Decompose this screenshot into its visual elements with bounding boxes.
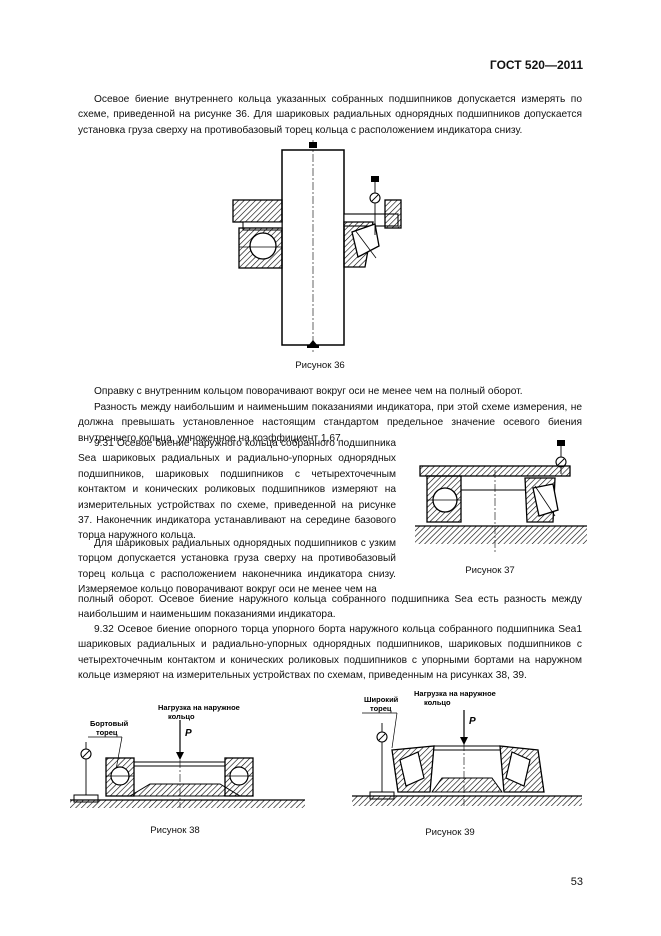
paragraph-4: 9.31 Осевое биение наружного кольца собр… xyxy=(78,438,396,542)
paragraph-5a: Для шариковых радиальных однорядных подш… xyxy=(78,538,396,596)
figure-39: Нагрузка на наружное кольцо Широкий торе… xyxy=(352,689,582,806)
figure-37-caption: Рисунок 37 xyxy=(465,565,515,576)
figure-36 xyxy=(232,140,402,352)
paragraph-6: 9.32 Осевое биение опорного торца упорно… xyxy=(78,624,582,682)
standard-header: ГОСТ 520—2011 xyxy=(489,58,583,72)
fig39-load-label-line2: кольцо xyxy=(424,698,451,707)
fig39-face-label-line1: Широкий xyxy=(364,695,399,704)
paragraph-1: Осевое биение внутреннего кольца указанн… xyxy=(78,94,582,136)
paragraph-3: Разность между наибольшим и наименьшим п… xyxy=(78,402,582,444)
figure-39-caption: Рисунок 39 xyxy=(425,827,475,838)
figure-38-caption: Рисунок 38 xyxy=(150,825,200,836)
figure-38: Нагрузка на наружное кольцо Бортовый тор… xyxy=(70,703,305,808)
figure-37 xyxy=(415,440,587,552)
figure-36-caption: Рисунок 36 xyxy=(295,360,345,371)
fig38-face-label-line2: торец xyxy=(96,728,118,737)
paragraph-5b: полный оборот. Осевое биение наружного к… xyxy=(78,594,582,621)
fig39-load-label-line1: Нагрузка на наружное xyxy=(414,689,496,698)
fig39-face-label-line2: торец xyxy=(370,704,392,713)
fig39-load-symbol: P xyxy=(469,716,476,727)
fig38-load-label-line2: кольцо xyxy=(168,712,195,721)
fig38-face-label-line1: Бортовый xyxy=(90,719,129,728)
fig38-load-symbol: P xyxy=(185,728,192,739)
paragraph-2: Оправку с внутренним кольцом поворачиваю… xyxy=(94,386,523,397)
fig38-load-label-line1: Нагрузка на наружное xyxy=(158,703,240,712)
page-number: 53 xyxy=(570,876,583,888)
